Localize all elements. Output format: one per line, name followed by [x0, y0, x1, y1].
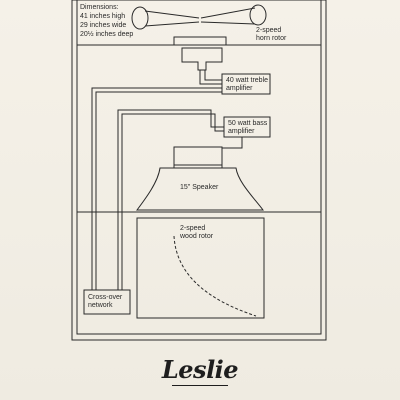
horn-right-icon [200, 4, 267, 26]
wire-treble-to-crossover [91, 87, 222, 290]
horn-rotor-label: 2-speed horn rotor [256, 27, 287, 42]
wire-bass-to-speaker [222, 137, 243, 149]
wood-rotor-label: 2-speed wood rotor [180, 225, 214, 240]
wire-treble-to-crossover-2 [95, 91, 222, 290]
leslie-logo: Leslie [161, 355, 239, 384]
crossover-network-label: Cross-over network [88, 294, 123, 309]
wood-rotor-curve [173, 235, 257, 317]
wire-bass-to-crossover-2 [121, 113, 224, 290]
horn-left-icon [131, 6, 200, 30]
crossover-network-box [83, 289, 131, 315]
speaker-label: 15" Speaker [180, 184, 219, 191]
dimension-width: 29 inches wide [80, 22, 127, 29]
cabinet-inner-outline [76, 0, 322, 335]
wire-driver-to-treble-2 [204, 70, 222, 81]
dimension-height: 41 inches high [80, 13, 126, 20]
dimension-depth: 20½ inches deep [80, 31, 134, 38]
logo-underline [172, 385, 228, 386]
treble-amplifier-label: 40 watt treble amplifier [226, 77, 269, 92]
horn-rotor-base [173, 36, 227, 46]
speaker-15-inch [136, 146, 265, 211]
horn-driver [181, 47, 223, 71]
bass-amplifier-label: 50 watt bass amplifier [228, 120, 268, 135]
cabinet-outline [71, 0, 327, 341]
dimensions-heading: Dimensions: [80, 4, 119, 11]
wood-rotor-box [136, 217, 265, 319]
wire-driver-to-treble [199, 70, 222, 85]
wire-bass-to-crossover [117, 109, 224, 290]
